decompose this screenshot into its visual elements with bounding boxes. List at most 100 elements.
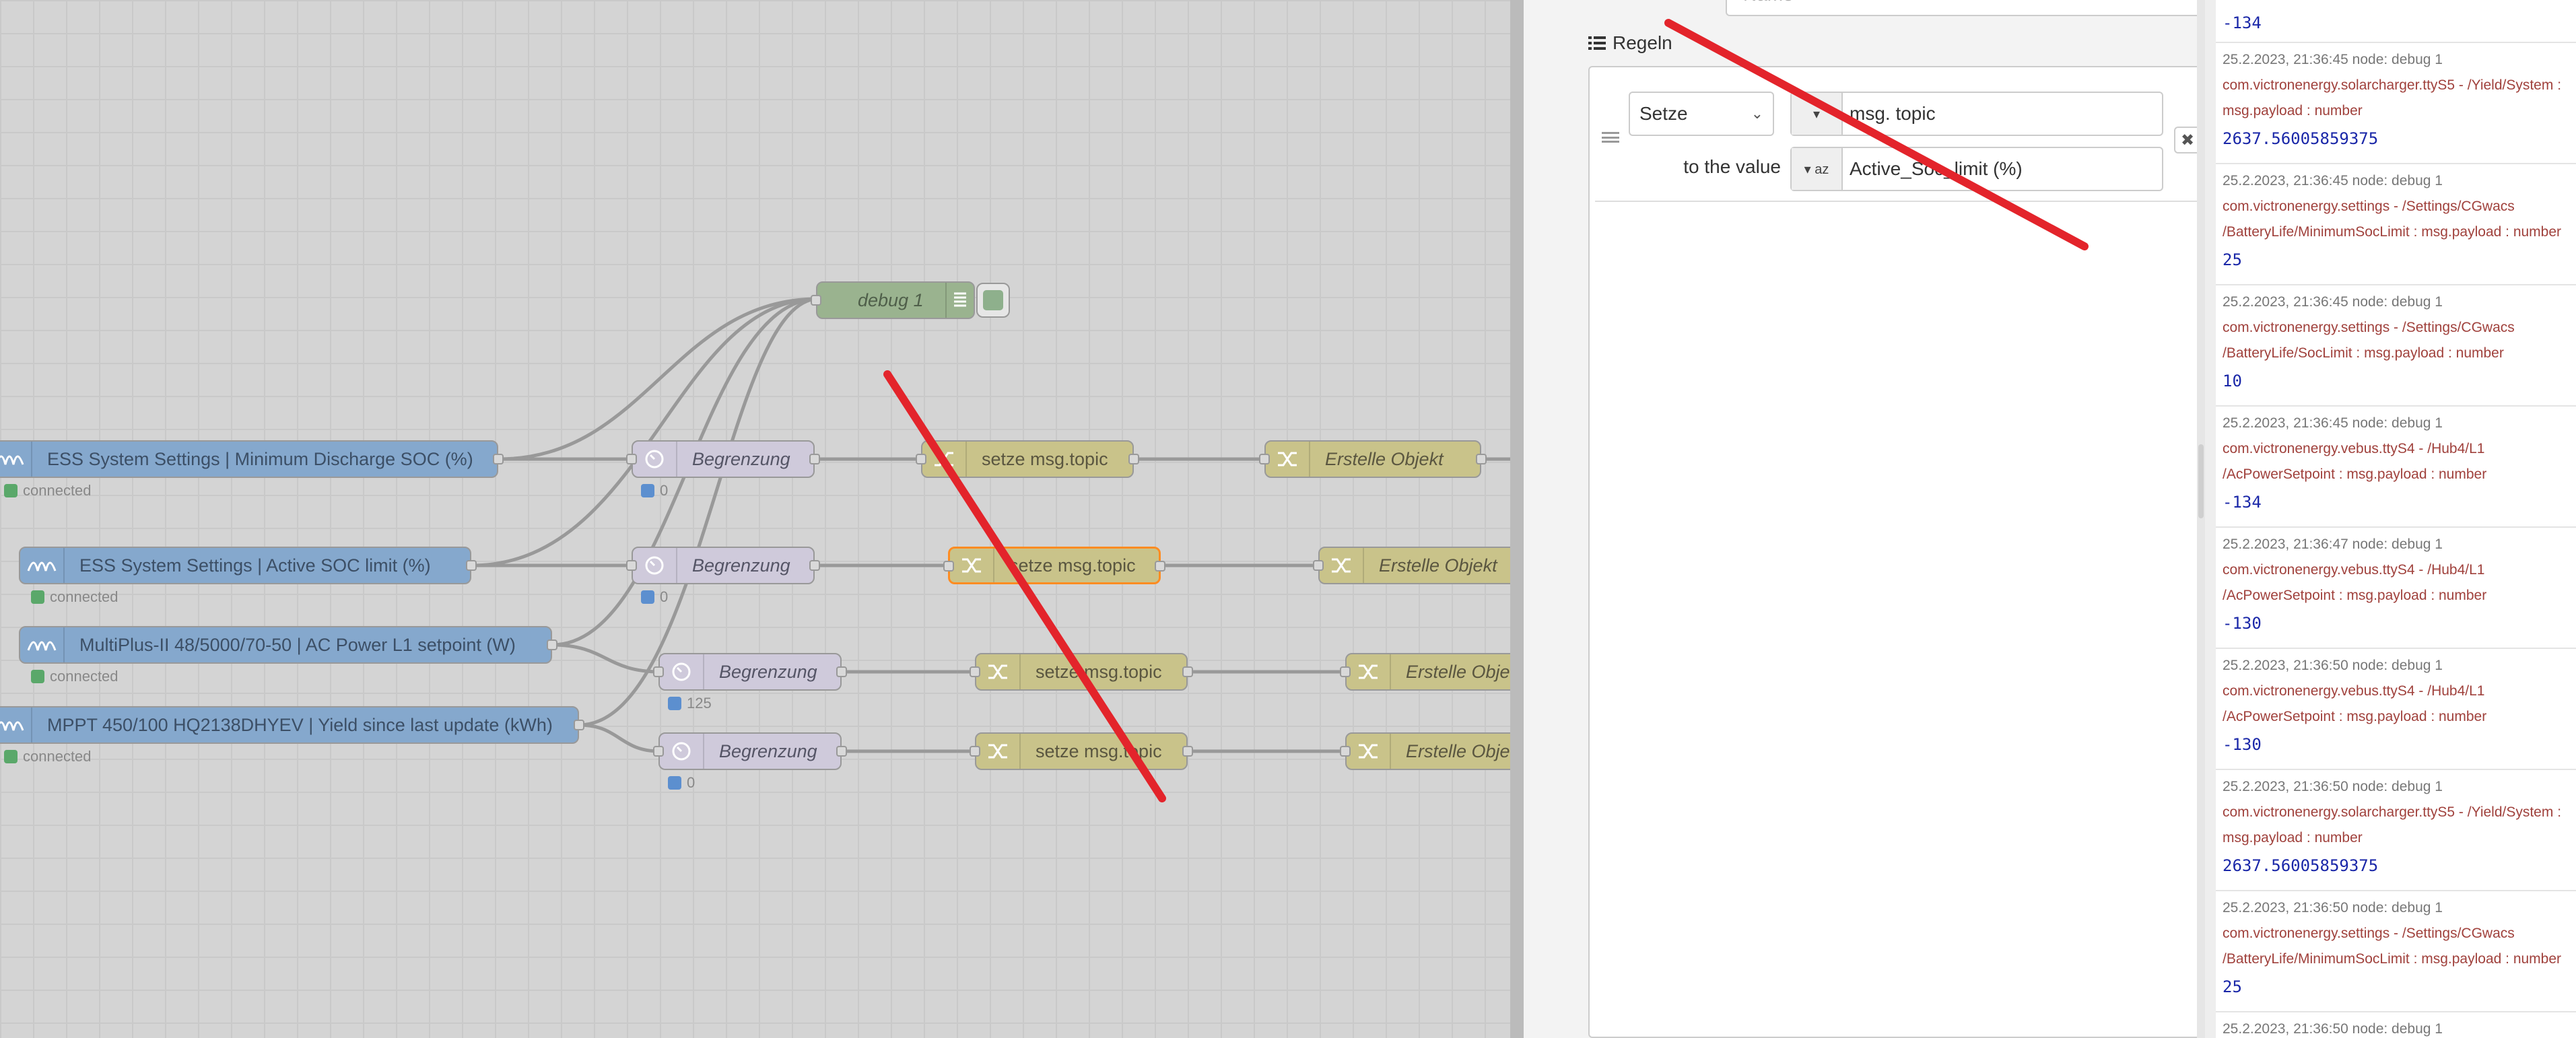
status-connected: connected bbox=[31, 668, 118, 685]
rate-limit-node[interactable]: Begrenzung bbox=[626, 547, 820, 584]
rule-value: Active_Soc_limit (%) bbox=[1850, 158, 2023, 179]
property-type-button[interactable]: ▾ bbox=[1792, 93, 1843, 135]
object-node-label: Erstelle Objekt bbox=[1406, 740, 1510, 761]
debug-meta: 25.2.2023, 21:36:50 node: debug 1 bbox=[2223, 779, 2443, 794]
debug-topic[interactable]: com.victronenergy.solarcharger.ttyS5 - /… bbox=[2223, 804, 2562, 845]
rule-property-input[interactable]: ▾ msg. topic bbox=[1790, 92, 2163, 136]
shuffle-icon bbox=[976, 654, 1021, 689]
source-node-ac-power-setpoint[interactable]: MultiPlus-II 48/5000/70-50 | AC Power L1… bbox=[19, 626, 557, 664]
name-input[interactable]: Name bbox=[1726, 0, 2201, 16]
shuffle-icon bbox=[1266, 442, 1310, 477]
output-port[interactable] bbox=[1182, 746, 1193, 757]
debug-value: 25 bbox=[2223, 977, 2242, 996]
output-port[interactable] bbox=[1128, 454, 1139, 464]
input-port[interactable] bbox=[1313, 560, 1324, 571]
output-port[interactable] bbox=[1182, 666, 1193, 677]
function-node[interactable]: Erstelle Objekt bbox=[1340, 653, 1510, 691]
debug-topic[interactable]: com.victronenergy.vebus.ttyS4 - /Hub4/L1… bbox=[2223, 562, 2487, 603]
resize-grip[interactable] bbox=[2198, 444, 2204, 518]
change-node-label: setze msg.topic bbox=[1036, 661, 1162, 682]
rate-node-label: Begrenzung bbox=[719, 740, 817, 761]
change-node-selected[interactable]: setze msg.topic bbox=[943, 547, 1165, 584]
input-port[interactable] bbox=[1259, 454, 1270, 464]
debug-value: 10 bbox=[2223, 372, 2242, 390]
output-port[interactable] bbox=[547, 639, 557, 650]
change-node[interactable]: setze msg.topic bbox=[970, 732, 1193, 770]
change-node-label: setze msg.topic bbox=[1036, 740, 1162, 761]
debug-topic[interactable]: com.victronenergy.settings - /Settings/C… bbox=[2223, 320, 2515, 361]
debug-message: 25.2.2023, 21:36:45 node: debug 1 com.vi… bbox=[2216, 164, 2576, 285]
debug-meta: 25.2.2023, 21:36:50 node: debug 1 bbox=[2223, 900, 2443, 915]
rate-limit-node[interactable]: Begrenzung bbox=[653, 653, 847, 691]
source-node-min-discharge-soc[interactable]: ESS System Settings | Minimum Discharge … bbox=[0, 440, 504, 478]
shuffle-icon bbox=[976, 734, 1021, 769]
source-node-label: ESS System Settings | Active SOC limit (… bbox=[79, 555, 431, 576]
output-port[interactable] bbox=[836, 746, 847, 757]
status-connected: connected bbox=[4, 482, 92, 499]
output-port[interactable] bbox=[1155, 561, 1165, 572]
output-port[interactable] bbox=[493, 454, 504, 464]
debug-value: -130 bbox=[2223, 614, 2262, 633]
panel-resize-divider[interactable] bbox=[2197, 0, 2205, 1038]
status-connected: connected bbox=[4, 748, 92, 765]
input-port[interactable] bbox=[916, 454, 926, 464]
input-port[interactable] bbox=[970, 746, 980, 757]
timer-icon bbox=[633, 442, 677, 477]
flow-canvas[interactable]: debug 1 ESS System Settings | Minimum Di… bbox=[0, 0, 1510, 1038]
output-port[interactable] bbox=[574, 720, 584, 730]
object-node-label: Erstelle Objekt bbox=[1325, 448, 1444, 469]
shuffle-icon bbox=[1347, 654, 1391, 689]
function-node[interactable]: Erstelle Objekt bbox=[1340, 732, 1510, 770]
debug-topic[interactable]: com.victronenergy.settings - /Settings/C… bbox=[2223, 926, 2562, 967]
input-port[interactable] bbox=[626, 454, 637, 464]
drag-handle-icon[interactable] bbox=[1602, 132, 1619, 143]
debug-meta: 25.2.2023, 21:36:45 node: debug 1 bbox=[2223, 415, 2443, 431]
debug-node-input-port[interactable] bbox=[811, 295, 821, 306]
object-node-label: Erstelle Objekt bbox=[1379, 555, 1497, 576]
value-type-button[interactable]: ▾ az bbox=[1792, 148, 1843, 190]
output-port[interactable] bbox=[809, 560, 820, 571]
timer-icon bbox=[633, 548, 677, 583]
change-node[interactable]: setze msg.topic bbox=[916, 440, 1139, 478]
input-port[interactable] bbox=[1340, 746, 1351, 757]
input-port[interactable] bbox=[653, 746, 664, 757]
change-node[interactable]: setze msg.topic bbox=[970, 653, 1193, 691]
list-icon bbox=[1588, 36, 1606, 50]
debug-topic[interactable]: com.victronenergy.vebus.ttyS4 - /Hub4/L1… bbox=[2223, 683, 2487, 724]
to-the-value-label: to the value bbox=[1683, 156, 1781, 177]
output-port[interactable] bbox=[466, 560, 477, 571]
input-port[interactable] bbox=[970, 666, 980, 677]
debug-message: 25.2.2023, 21:36:50 node: debug 1 com.vi… bbox=[2216, 649, 2576, 770]
rule-value-input[interactable]: ▾ az Active_Soc_limit (%) bbox=[1790, 147, 2163, 191]
output-port[interactable] bbox=[1476, 454, 1487, 464]
function-node[interactable]: Erstelle Objekt bbox=[1313, 547, 1510, 584]
rule-action-select[interactable]: Setze ⌄ bbox=[1629, 92, 1774, 136]
output-port[interactable] bbox=[809, 454, 820, 464]
rate-limit-node[interactable]: Begrenzung bbox=[626, 440, 820, 478]
debug-topic[interactable]: com.victronenergy.settings - /Settings/C… bbox=[2223, 199, 2562, 240]
rules-list: Setze ⌄ ▾ msg. topic ✖ to the value ▾ az… bbox=[1588, 66, 2210, 1038]
debug-value: 25 bbox=[2223, 250, 2242, 269]
function-node[interactable]: Erstelle Objekt bbox=[1259, 440, 1487, 478]
input-port[interactable] bbox=[943, 561, 954, 572]
debug-toggle-button[interactable] bbox=[976, 283, 1010, 318]
source-node-active-soc-limit[interactable]: ESS System Settings | Active SOC limit (… bbox=[19, 547, 477, 584]
debug-message: 25.2.2023, 21:36:50 node: debug 1 bbox=[2216, 1012, 2576, 1038]
rate-limit-node[interactable]: Begrenzung bbox=[653, 732, 847, 770]
input-port[interactable] bbox=[1340, 666, 1351, 677]
debug-topic[interactable]: com.victronenergy.solarcharger.ttyS5 - /… bbox=[2223, 77, 2562, 118]
rate-node-label: Begrenzung bbox=[692, 448, 790, 469]
change-node-label: setze msg.topic bbox=[1009, 555, 1136, 576]
debug-topic[interactable]: com.victronenergy.vebus.ttyS4 - /Hub4/L1… bbox=[2223, 441, 2487, 482]
output-port[interactable] bbox=[836, 666, 847, 677]
source-node-mppt-yield[interactable]: MPPT 450/100 HQ2138DHYEV | Yield since l… bbox=[0, 706, 584, 744]
change-node-label: setze msg.topic bbox=[982, 448, 1108, 469]
rate-node-label: Begrenzung bbox=[692, 555, 790, 576]
input-port[interactable] bbox=[653, 666, 664, 677]
debug-value: 2637.56005859375 bbox=[2223, 129, 2379, 148]
input-port[interactable] bbox=[626, 560, 637, 571]
debug-node[interactable]: debug 1 bbox=[811, 281, 975, 319]
debug-message: 25.2.2023, 21:36:45 node: debug 1 com.vi… bbox=[2216, 285, 2576, 407]
timer-icon bbox=[660, 654, 704, 689]
debug-meta: 25.2.2023, 21:36:50 node: debug 1 bbox=[2223, 658, 2443, 673]
